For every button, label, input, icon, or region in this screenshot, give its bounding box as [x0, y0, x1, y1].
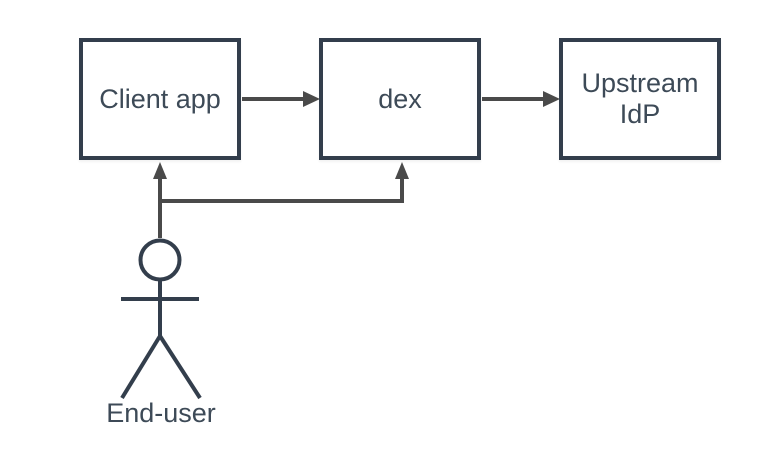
- node-upstream-idp-label: Upstream IdP: [581, 68, 699, 129]
- actor-figure: [120, 238, 202, 400]
- connector-lines: [158, 97, 543, 238]
- arrowhead-to-dex-bottom: [395, 162, 409, 179]
- arrowhead-to-dex: [303, 91, 320, 107]
- actor-label: End-user: [106, 398, 216, 428]
- actor-right-leg: [158, 334, 202, 400]
- arrowhead-to-upstreamidp: [543, 91, 560, 107]
- node-client-app-label: Client app: [99, 83, 221, 114]
- node-client-app: Client app: [79, 38, 241, 160]
- actor-head: [138, 238, 182, 282]
- connector-arrowheads: [153, 91, 560, 179]
- actor-left-leg: [120, 334, 162, 400]
- node-upstream-idp: Upstream IdP: [559, 38, 721, 160]
- arrowhead-to-clientapp-bottom: [153, 162, 167, 179]
- edge-enduser-to-dex: [160, 179, 404, 203]
- node-dex-label: dex: [378, 83, 422, 114]
- node-dex: dex: [319, 38, 481, 160]
